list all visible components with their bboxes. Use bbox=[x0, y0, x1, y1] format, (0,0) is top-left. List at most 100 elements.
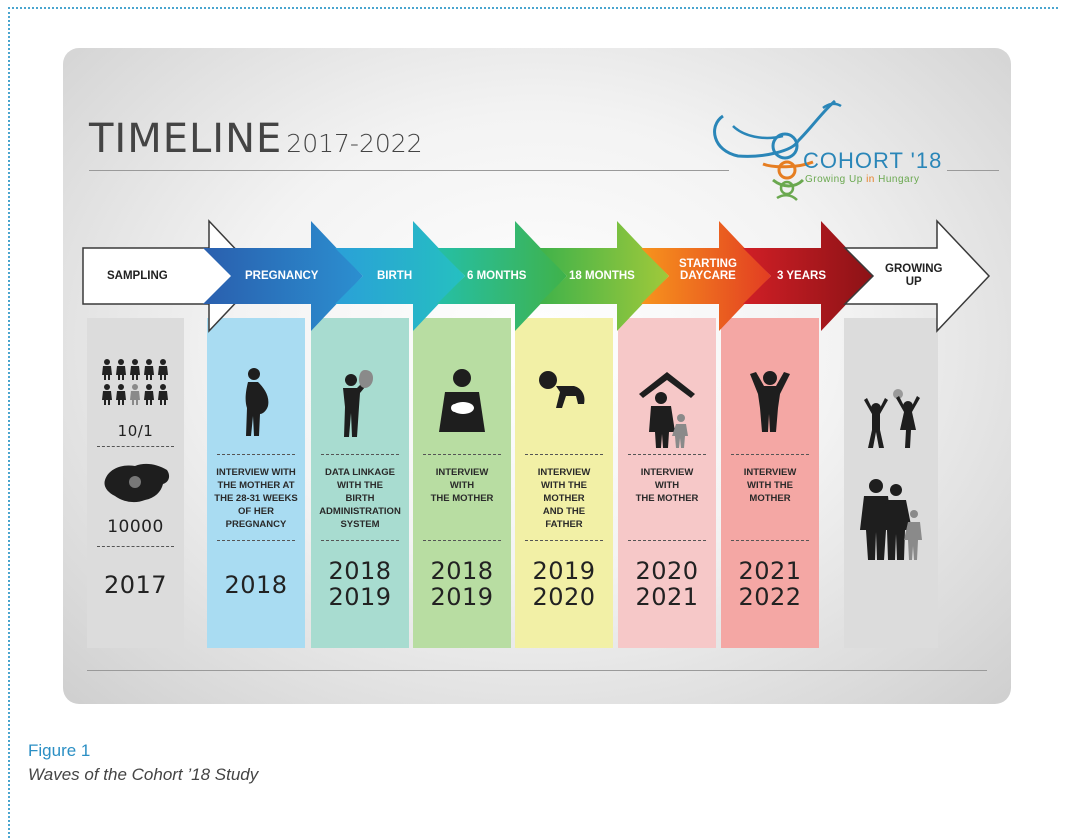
arrow-daycare bbox=[641, 221, 771, 331]
wave-description-line: FATHER bbox=[545, 519, 583, 530]
wave-description-line: WITH bbox=[449, 480, 475, 491]
sampling-column: 10/1 10000 2017 bbox=[87, 318, 184, 648]
wave-divider-bottom bbox=[423, 540, 501, 541]
bottom-rule bbox=[87, 670, 987, 671]
stage-label-growing-up-1: GROWING bbox=[885, 263, 943, 275]
wave-divider-top bbox=[321, 454, 399, 455]
stage-label-three-years: 3 YEARS bbox=[777, 270, 827, 282]
wave-description-line: ADMINISTRATION bbox=[319, 506, 401, 517]
wave-year: 2019 bbox=[328, 583, 392, 611]
wave-divider-top bbox=[423, 454, 501, 455]
sampling-year: 2017 bbox=[103, 571, 168, 599]
stage-label-eighteen-months: 18 MONTHS bbox=[569, 270, 635, 282]
wave-divider-top bbox=[217, 454, 295, 455]
cohort-logo-icon bbox=[713, 99, 842, 201]
stage-label-sampling: SAMPLING bbox=[107, 270, 168, 282]
sampling-divider-1 bbox=[97, 446, 174, 447]
logo-tag-part-a: Growing Up bbox=[805, 174, 867, 185]
wave-description-line: THE 28-31 WEEKS bbox=[214, 493, 298, 504]
stage-label-daycare: STARTING DAYCARE bbox=[679, 258, 737, 282]
wave-description-line: INTERVIEW bbox=[537, 467, 591, 478]
wave-year: 2020 bbox=[635, 557, 699, 585]
wave-year: 2019 bbox=[532, 557, 596, 585]
arrow-growing-up bbox=[843, 219, 991, 333]
wave-year: 2020 bbox=[532, 583, 596, 611]
wave-description-line: INTERVIEW WITH bbox=[216, 467, 296, 478]
wave-description-line: INTERVIEW bbox=[640, 467, 694, 478]
wave-column-pregnancy: INTERVIEW WITH THE MOTHER AT THE 28-31 WEE… bbox=[207, 318, 305, 648]
logo-tagline: Growing Up in Hungary bbox=[805, 174, 919, 185]
wave-description-line: WITH THE bbox=[747, 480, 793, 491]
wave-divider-bottom bbox=[731, 540, 809, 541]
title-years: 2017-2022 bbox=[286, 129, 423, 158]
wave-description-line: THE MOTHER bbox=[430, 493, 494, 504]
wave-description-line: AND THE bbox=[542, 506, 586, 517]
wave-description-line: THE MOTHER AT bbox=[217, 480, 295, 491]
wave-year: 2018 bbox=[224, 571, 288, 599]
wave-years: 2018 bbox=[207, 572, 305, 598]
stage-label-growing-up: GROWING UP bbox=[885, 263, 943, 289]
wave-description: INTERVIEW WITH THE MOTHER AND THE FATHER bbox=[515, 466, 613, 531]
arrow-birth bbox=[335, 221, 465, 331]
wave-description-line: THE MOTHER bbox=[635, 493, 699, 504]
wave-description-line: WITH THE bbox=[337, 480, 383, 491]
wave-divider-bottom bbox=[525, 540, 603, 541]
stage-label-growing-up-2: UP bbox=[905, 276, 922, 288]
growing-up-column bbox=[844, 318, 938, 648]
hungary-map-icon bbox=[104, 463, 170, 503]
sampling-count: 10000 bbox=[107, 517, 164, 537]
wave-column-eighteen-months: INTERVIEW WITH THE MOTHER AND THE FATHER 2019… bbox=[515, 318, 613, 648]
wave-description-line: WITH bbox=[654, 480, 680, 491]
wave-year: 2022 bbox=[738, 583, 802, 611]
title-rule bbox=[89, 170, 729, 171]
wave-description-line: MOTHER bbox=[543, 493, 585, 504]
left-dotted-border bbox=[8, 7, 10, 838]
child-arms-up-icon bbox=[721, 368, 819, 439]
wave-divider-bottom bbox=[217, 540, 295, 541]
wave-description-line: OF HER bbox=[238, 506, 274, 517]
pregnant-woman-icon bbox=[207, 368, 305, 443]
stage-label-six-months: 6 MONTHS bbox=[467, 270, 527, 282]
wave-divider-bottom bbox=[628, 540, 706, 541]
stage-label-birth: BIRTH bbox=[377, 270, 413, 282]
stage-label-daycare-2: DAYCARE bbox=[680, 270, 736, 282]
logo-name: COHORT '18 bbox=[803, 148, 943, 173]
wave-divider-top bbox=[628, 454, 706, 455]
stage-label-daycare-1: STARTING bbox=[679, 258, 737, 270]
figure-caption-title: Figure 1 bbox=[28, 741, 91, 760]
children-playing-icon bbox=[864, 389, 920, 448]
sampling-ratio: 10/1 bbox=[117, 422, 154, 440]
wave-divider-top bbox=[525, 454, 603, 455]
wave-description-line: WITH THE bbox=[541, 480, 587, 491]
wave-description-line: SYSTEM bbox=[340, 519, 380, 530]
parent-lifting-baby-icon bbox=[311, 368, 409, 443]
logo-tag-in: in bbox=[866, 174, 875, 185]
arrow-pregnancy bbox=[203, 221, 363, 331]
daycare-roof-icon bbox=[618, 368, 716, 453]
wave-year: 2019 bbox=[430, 583, 494, 611]
wave-description-line: PREGNANCY bbox=[225, 519, 287, 530]
wave-year: 2018 bbox=[328, 557, 392, 585]
arrow-six-months bbox=[437, 221, 567, 331]
wave-description: INTERVIEW WITH THE MOTHER bbox=[618, 466, 716, 505]
stage-arrows bbox=[82, 219, 991, 333]
arrow-three-years bbox=[743, 221, 873, 331]
wave-year: 2018 bbox=[430, 557, 494, 585]
crawling-baby-icon bbox=[515, 368, 613, 419]
wave-description-line: INTERVIEW bbox=[743, 467, 797, 478]
logo-tag-part-b: Hungary bbox=[874, 174, 920, 185]
wave-description-line: DATA LINKAGE bbox=[324, 467, 395, 478]
arrow-eighteen-months bbox=[539, 221, 669, 331]
top-dotted-border bbox=[8, 7, 1058, 9]
mother-holding-baby-icon bbox=[413, 368, 511, 443]
